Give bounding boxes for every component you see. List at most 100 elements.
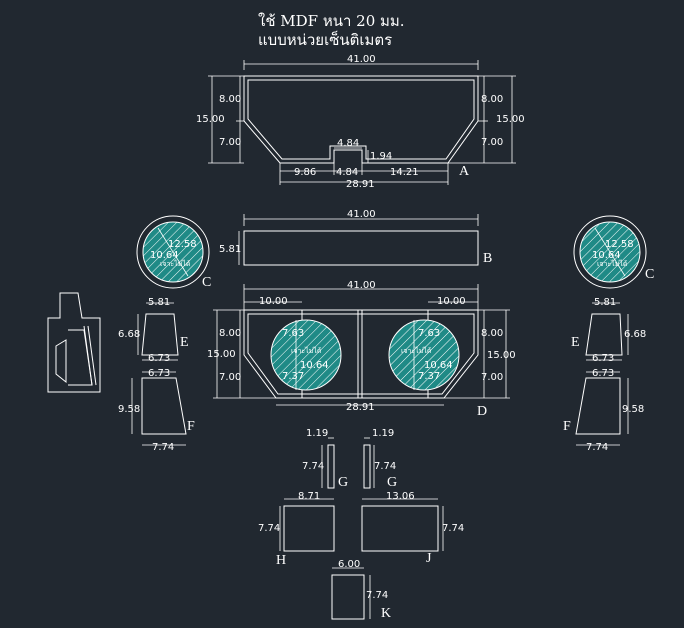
part-c-left-inner-dim: 10.64 [150,250,179,261]
part-e-right-label: E [571,335,580,350]
part-k-outline [331,574,365,620]
part-f-left: 6.73 9.58 7.74 F [118,368,195,453]
part-g-right-label: G [387,475,397,490]
part-f-right-label: F [563,419,571,434]
part-k-width: 6.00 [338,559,360,570]
part-j: 13.06 7.74 J [361,491,464,566]
part-c-left-outer-dim: 12.58 [168,239,197,250]
part-j-label: J [426,551,432,566]
part-a-outline [243,75,479,164]
part-e-right-top: 5.81 [594,297,616,308]
part-d-h-total: 15.00 [207,349,236,360]
part-a-notch-width: 4.84 [337,138,359,149]
part-d-bottom: 28.91 [346,402,375,413]
part-h-height: 7.74 [258,523,280,534]
part-g-right-outline [363,444,371,489]
part-c-left-label: C [202,275,211,290]
part-f-right-height: 9.58 [622,404,644,415]
part-b: 41.00 5.81 B [219,209,492,266]
part-g-left-width: 1.19 [306,428,328,439]
part-a-h-top: 8.00 [219,94,241,105]
part-a-h-total-right: 15.00 [496,114,525,125]
part-f-left-bottom: 7.74 [152,442,174,453]
part-e-left-outline [141,313,179,356]
part-e-left-bottom: 6.73 [148,353,170,364]
part-e-right-height: 6.68 [624,329,646,340]
part-a-width: 41.00 [347,54,376,65]
part-g-left: 1.19 7.74 G [302,428,348,490]
part-c-right-inner-dim: 10.64 [592,250,621,261]
part-a-inner-outline [247,79,475,160]
part-a-label: A [459,164,470,179]
part-b-height: 5.81 [219,244,241,255]
part-h: 8.71 7.74 H [258,491,335,568]
part-f-left-height: 9.58 [118,404,140,415]
part-j-outline [361,505,439,552]
part-g-left-label: G [338,475,348,490]
part-c-right-outer-dim: 12.58 [605,239,634,250]
part-d-inner-right: 10.00 [437,296,466,307]
part-a-bottom-total: 28.91 [346,179,375,190]
part-a-notch-bottom: 4.84 [336,167,358,178]
part-d-h-bottom: 7.00 [219,372,241,383]
part-a-h-total: 15.00 [196,114,225,125]
part-d-hole-right [388,319,460,391]
part-g-right-height: 7.74 [374,461,396,472]
part-g-right-width: 1.19 [372,428,394,439]
part-a-bottom-left: 9.86 [294,167,316,178]
part-f-right-outline [575,377,621,435]
part-e-left: 5.81 6.68 6.73 E [118,297,189,364]
part-d-hole-right-note: เจาะไม่ได้ [401,346,431,355]
part-c-right-outer [573,215,647,289]
part-a-h-top-right: 8.00 [481,94,503,105]
part-a-bottom-right: 14.21 [390,167,419,178]
part-d-inner-left: 10.00 [259,296,288,307]
part-a-h-bottom-right: 7.00 [481,137,503,148]
part-f-right: 6.73 9.58 7.74 F [563,368,644,453]
part-f-right-bottom: 7.74 [586,442,608,453]
part-e-right: 5.81 6.68 6.73 E [571,297,646,364]
part-d: 41.00 10.00 10.00 8.00 7.00 15.00 8.00 7… [207,280,516,419]
part-d-hole-right-bottom: 7.37 [418,371,440,382]
part-g-right: 1.19 7.74 G [363,428,397,490]
part-f-left-top: 6.73 [148,368,170,379]
part-d-hole-right-d: 10.64 [424,360,453,371]
part-e-left-height: 6.68 [118,329,140,340]
part-d-h-top-right: 8.00 [481,328,503,339]
part-a-notch-depth: 1.94 [370,151,392,162]
title-line-1: ใช้ MDF หนา 20 มม. [258,12,405,30]
part-d-hole-left-bottom: 7.37 [282,371,304,382]
part-c-right-label: C [645,267,654,282]
part-d-hole-left-note: เจาะไม่ได้ [291,346,321,355]
part-c-left-note: เจาะไม่ได้ [160,259,190,268]
part-d-hole-left-d: 10.64 [300,360,329,371]
part-c-left: 12.58 10.64 เจาะไม่ได้ C [136,215,211,290]
part-g-left-outline [327,444,335,489]
part-d-label: D [477,404,487,419]
part-h-label: H [276,553,286,568]
part-d-hole-right-top: 7.63 [418,328,440,339]
part-d-h-top: 8.00 [219,328,241,339]
part-g-left-height: 7.74 [302,461,324,472]
part-d-hole-left [270,319,342,391]
title-line-2: แบบหน่วยเซ็นติเมตร [258,30,392,49]
part-f-left-outline [141,377,187,435]
part-a: 41.00 8.00 7.00 15.00 8.00 7.00 15.00 4.… [196,54,525,190]
part-b-width: 41.00 [347,209,376,220]
part-j-width: 13.06 [386,491,415,502]
part-e-right-outline [585,313,623,356]
part-c-right: 12.58 10.64 เจาะไม่ได้ C [573,215,654,289]
part-b-outline [243,230,479,266]
side-view-assembly [47,292,101,393]
part-d-inner-outline [247,313,475,395]
part-j-height: 7.74 [442,523,464,534]
part-d-h-total-right: 15.00 [487,350,516,361]
part-k-label: K [381,606,391,621]
part-f-left-label: F [187,419,195,434]
part-f-right-top: 6.73 [592,368,614,379]
part-e-right-bottom: 6.73 [592,353,614,364]
part-d-h-bottom-right: 7.00 [481,372,503,383]
part-k: 6.00 7.74 K [331,559,391,621]
